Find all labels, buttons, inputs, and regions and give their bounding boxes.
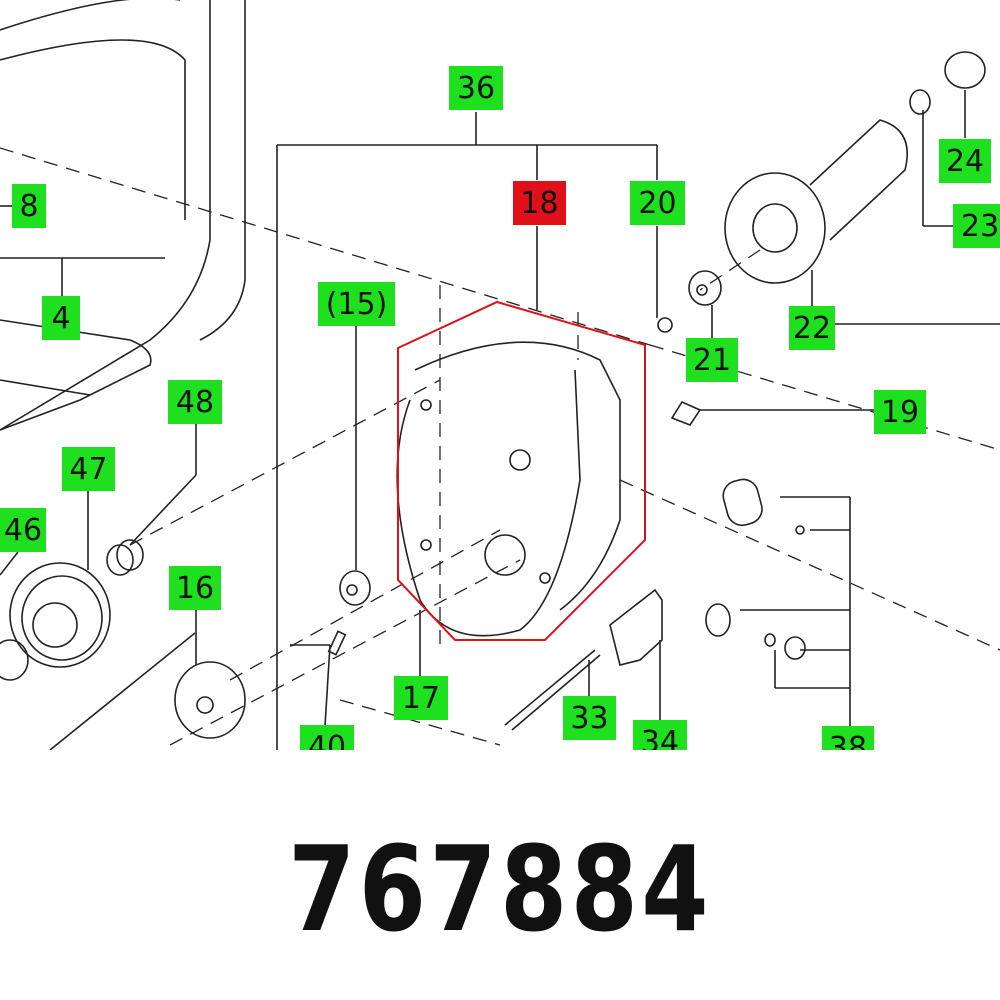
- callout-40[interactable]: 40: [300, 725, 354, 750]
- callout-19[interactable]: 19: [874, 390, 926, 434]
- frame-tubes: [0, 0, 246, 431]
- callout-36[interactable]: 36: [449, 66, 503, 110]
- callout-17[interactable]: 17: [394, 676, 448, 720]
- dashed-guide-lines: [0, 147, 1000, 746]
- callout-48[interactable]: 48: [168, 380, 222, 424]
- callout-33[interactable]: 33: [563, 696, 616, 740]
- callout-bracket-36: [276, 112, 658, 750]
- callout-34[interactable]: 34: [633, 720, 687, 750]
- callout-20[interactable]: 20: [630, 181, 685, 225]
- diagram-lines: [0, 0, 1000, 750]
- callout-24[interactable]: 24: [939, 139, 991, 183]
- callout-15[interactable]: (15): [318, 282, 395, 326]
- callout-8[interactable]: 8: [12, 184, 46, 228]
- callout-23[interactable]: 23: [953, 204, 1000, 248]
- leader-lines: [0, 90, 1000, 750]
- callout-18[interactable]: 18: [513, 181, 566, 225]
- part-number: 767884: [288, 820, 712, 958]
- parts: [0, 51, 986, 739]
- callout-21[interactable]: 21: [686, 338, 738, 382]
- callout-4[interactable]: 4: [42, 296, 80, 340]
- callout-47[interactable]: 47: [62, 447, 115, 491]
- highlight-outline-18: [397, 300, 646, 641]
- callout-46[interactable]: 46: [0, 508, 46, 552]
- callout-38[interactable]: 38: [822, 726, 874, 750]
- exploded-parts-diagram: 36 18 20 8 4 (15) 48 47 46 16 17 40 33 3…: [0, 0, 1000, 750]
- callout-22[interactable]: 22: [789, 306, 835, 350]
- callout-16[interactable]: 16: [169, 566, 221, 610]
